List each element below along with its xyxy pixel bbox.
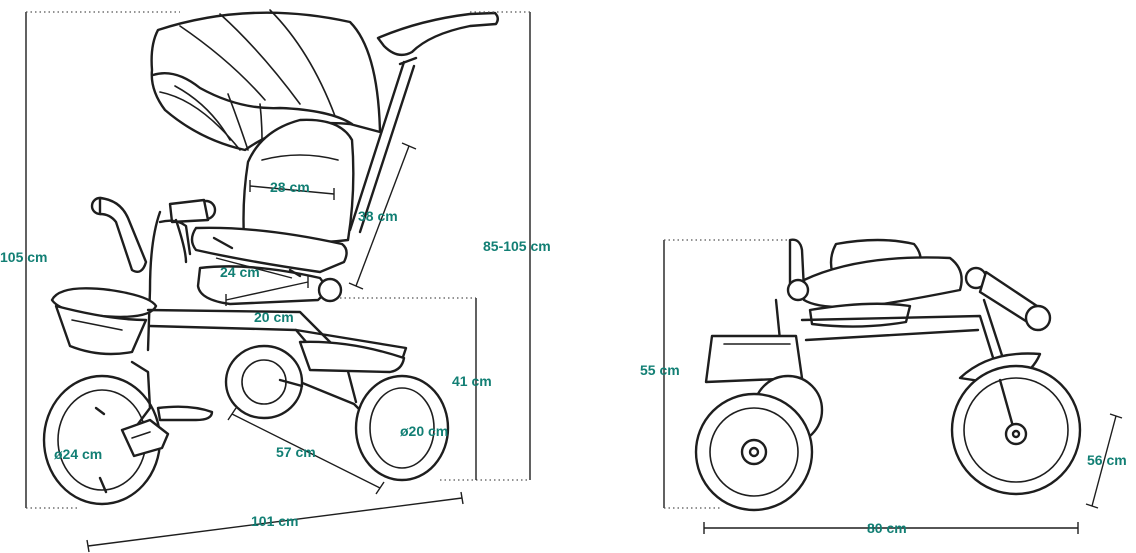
label-wheelbase: 57 cm (276, 444, 316, 460)
dimension-lines (25, 11, 1123, 553)
folded-wheels-drawing (694, 364, 1082, 512)
label-folded-length: 80 cm (867, 520, 907, 536)
label-folded-height: 55 cm (640, 362, 680, 378)
label-rear-wheel: ø20 cm (400, 423, 448, 439)
handlebar-drawing (90, 196, 217, 352)
label-seat-height: 41 cm (452, 373, 492, 389)
push-handle-drawing (348, 11, 499, 234)
folded-handlebar-drawing (978, 270, 1052, 332)
front-basket-drawing (50, 287, 158, 356)
dimension-labels: 105 cm 85-105 cm 38 cm 28 cm 24 cm 20 cm… (0, 179, 1127, 536)
frame-drawing (146, 308, 408, 414)
folded-seat-drawing (786, 238, 988, 328)
label-handle-height: 85-105 cm (483, 238, 551, 254)
label-backrest-height: 38 cm (358, 208, 398, 224)
label-height-total: 105 cm (0, 249, 47, 265)
label-seat-depth: 20 cm (254, 309, 294, 325)
tricycle-side-view (42, 9, 499, 506)
label-front-wheel: ø24 cm (54, 446, 102, 462)
rear-wheels-drawing (224, 344, 450, 482)
seat-drawing (190, 118, 355, 306)
canopy-drawing (150, 9, 382, 152)
label-seat-width-top: 28 cm (270, 179, 310, 195)
label-folded-width: 56 cm (1087, 452, 1127, 468)
label-length-total: 101 cm (251, 513, 298, 529)
tricycle-folded-view (694, 238, 1082, 512)
label-seat-width-mid: 24 cm (220, 264, 260, 280)
front-wheel-drawing (42, 360, 214, 506)
